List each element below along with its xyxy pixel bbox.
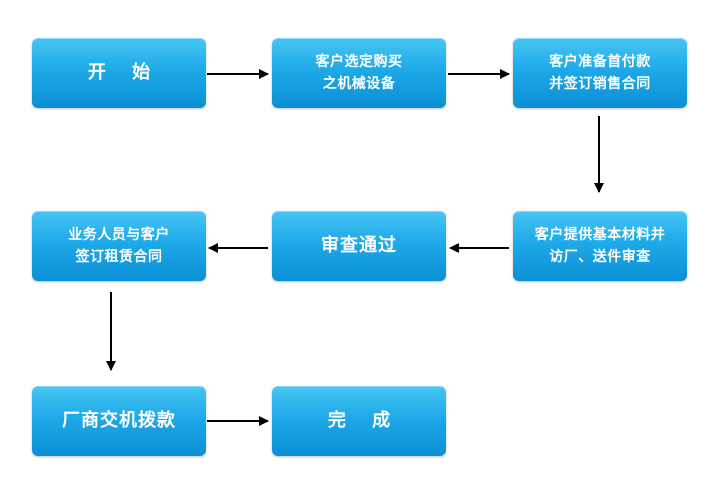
- node-lease-contract-line-2: 签订租赁合同: [75, 249, 163, 265]
- node-prepay-contract-line-1: 客户准备首付款: [549, 54, 651, 70]
- node-lease-contract: 业务人员与客户 签订租赁合同: [32, 211, 206, 281]
- node-disbursement-label: 厂商交机拨款: [62, 410, 176, 431]
- node-approved: 审查通过: [272, 211, 446, 281]
- node-select-equipment-line-1: 客户选定购买: [315, 54, 403, 70]
- node-prepay-contract-line-2: 并签订销售合同: [549, 76, 651, 92]
- node-start: 开 始: [32, 38, 206, 108]
- node-submit-materials: 客户提供基本材料并 访厂、送件审查: [513, 211, 687, 281]
- node-select-equipment-line-2: 之机械设备: [322, 76, 396, 92]
- node-submit-materials-line-2: 访厂、送件审查: [549, 249, 651, 265]
- node-select-equipment: 客户选定购买 之机械设备: [272, 38, 446, 108]
- node-complete: 完 成: [272, 386, 446, 456]
- node-disbursement: 厂商交机拨款: [32, 386, 206, 456]
- node-start-label: 开 始: [87, 62, 161, 83]
- node-submit-materials-line-1: 客户提供基本材料并: [534, 227, 666, 243]
- node-lease-contract-line-1: 业务人员与客户: [68, 227, 170, 243]
- node-approved-label: 审查通过: [321, 235, 397, 256]
- node-prepay-contract: 客户准备首付款 并签订销售合同: [513, 38, 687, 108]
- node-complete-label: 完 成: [327, 410, 401, 431]
